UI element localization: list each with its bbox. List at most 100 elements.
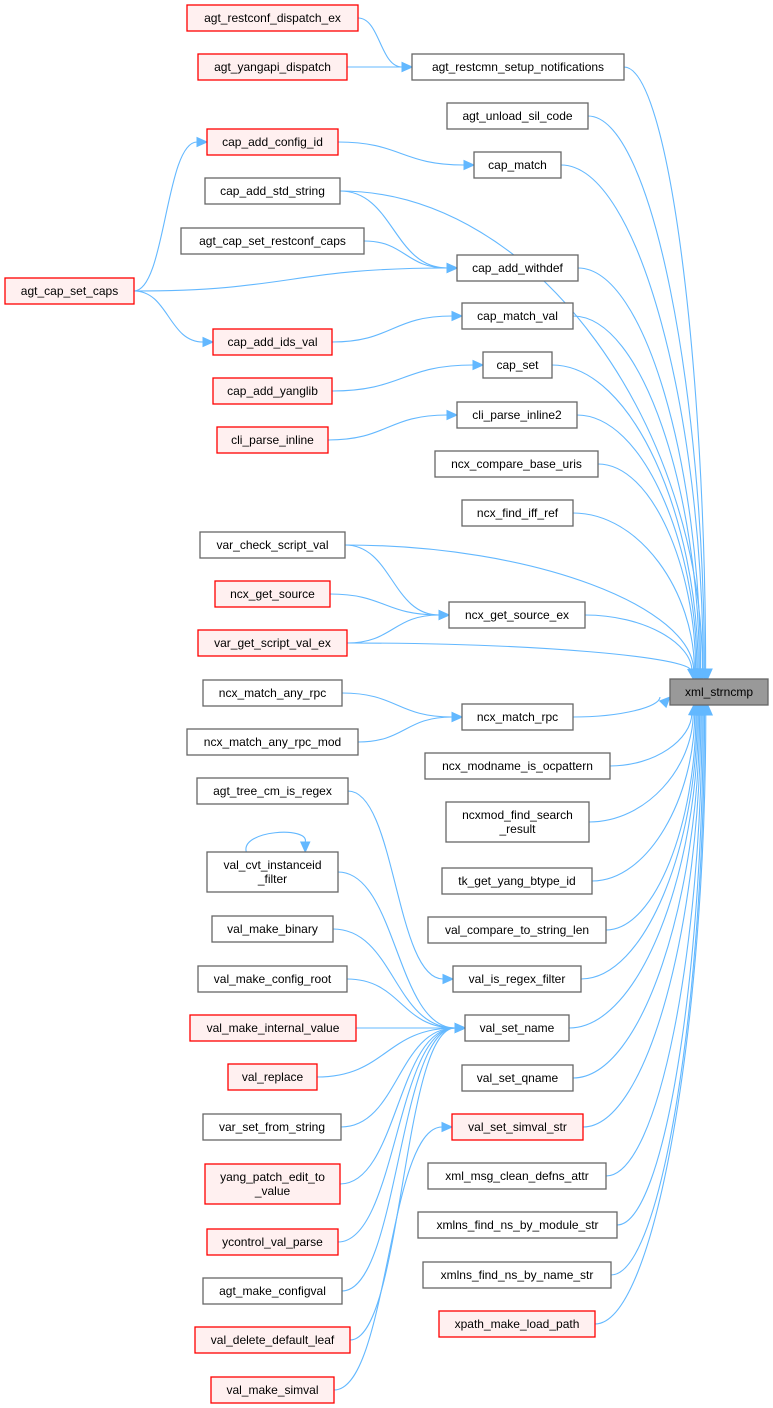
edge-line xyxy=(587,115,705,672)
node-val-delete-default-leaf[interactable]: val_delete_default_leaf xyxy=(194,1326,351,1354)
node-val-make-simval[interactable]: val_make_simval xyxy=(210,1376,335,1404)
node-agt-make-configval[interactable]: agt_make_configval xyxy=(202,1277,343,1305)
node-box xyxy=(4,277,135,305)
node-cli-parse-inline2[interactable]: cli_parse_inline2 xyxy=(456,401,578,429)
node-xml-msg-clean-defns-attr[interactable]: xml_msg_clean_defns_attr xyxy=(427,1162,607,1190)
node-ycontrol-val-parse[interactable]: ycontrol_val_parse xyxy=(206,1228,339,1256)
arrowhead-icon xyxy=(463,159,476,171)
node-box xyxy=(197,629,348,657)
node-box xyxy=(199,531,346,559)
node-box xyxy=(189,1014,357,1042)
node-val-replace[interactable]: val_replace xyxy=(227,1063,318,1091)
node-cap-add-config-id[interactable]: cap_add_config_id xyxy=(206,128,339,156)
edge-line xyxy=(577,267,702,672)
node-xml-strncmp[interactable]: xml_strncmp xyxy=(669,678,769,706)
node-label: cap_add_std_string xyxy=(220,184,325,198)
node-agt-cap-set-caps[interactable]: agt_cap_set_caps xyxy=(4,277,135,305)
edge-line xyxy=(551,364,699,672)
arrowhead-icon xyxy=(438,609,451,621)
edge-line xyxy=(331,364,474,392)
node-box xyxy=(461,499,574,527)
node-box xyxy=(202,1113,342,1141)
edge-ncx-match-any-rpc-mod-to-ncx-match-rpc xyxy=(357,711,464,743)
node-agt-yangapi-dispatch[interactable]: agt_yangapi_dispatch xyxy=(197,53,348,81)
arrowhead-icon xyxy=(196,136,209,148)
node-agt-cap-set-restconf-caps[interactable]: agt_cap_set_restconf_caps xyxy=(180,227,365,255)
node-label: ncx_get_source xyxy=(230,587,315,601)
edge-val-delete-default-leaf-to-val-set-name xyxy=(349,1022,467,1341)
edge-line xyxy=(344,544,440,616)
edge-xmlns-find-ns-by-module-str-to-xml-strncmp xyxy=(616,703,711,1226)
node-agt-restcmn-setup-notifications[interactable]: agt_restcmn_setup_notifications xyxy=(411,53,625,81)
node-val-set-simval-str[interactable]: val_set_simval_str xyxy=(451,1113,584,1141)
node-xmlns-find-ns-by-module-str[interactable]: xmlns_find_ns_by_module_str xyxy=(417,1211,618,1239)
edge-line xyxy=(333,1126,443,1391)
edge-cap-add-yanglib-to-cap-set xyxy=(331,359,485,392)
node-val-set-qname[interactable]: val_set_qname xyxy=(461,1064,574,1092)
node-xmlns-find-ns-by-name-str[interactable]: xmlns_find_ns_by_name_str xyxy=(422,1261,612,1289)
node-yang-patch-edit-to-value[interactable]: yang_patch_edit_to_value xyxy=(204,1163,341,1205)
node-val-compare-to-string-len[interactable]: val_compare_to_string_len xyxy=(427,916,607,944)
node-box xyxy=(424,752,611,780)
edge-line xyxy=(616,712,704,1226)
node-label: val_cvt_instanceid xyxy=(223,858,321,872)
node-cap-add-std-string[interactable]: cap_add_std_string xyxy=(204,177,341,205)
node-label: agt_make_configval xyxy=(219,1284,326,1298)
node-label: ncx_get_source_ex xyxy=(465,608,569,622)
node-label: val_set_simval_str xyxy=(468,1120,567,1134)
node-val-set-name[interactable]: val_set_name xyxy=(464,1014,570,1042)
node-ncx-modname-is-ocpattern[interactable]: ncx_modname_is_ocpattern xyxy=(424,752,611,780)
node-var-set-from-string[interactable]: var_set_from_string xyxy=(202,1113,342,1141)
node-label: cap_match_val xyxy=(477,309,558,323)
edge-line xyxy=(332,928,456,1029)
node-cap-match-val[interactable]: cap_match_val xyxy=(461,302,574,330)
node-label: xpath_make_load_path xyxy=(455,1317,580,1331)
node-agt-tree-cm-is-regex[interactable]: agt_tree_cm_is_regex xyxy=(196,777,349,805)
node-val-make-config-root[interactable]: val_make_config_root xyxy=(197,965,348,993)
node-label: agt_yangapi_dispatch xyxy=(214,60,331,74)
node-ncx-compare-base-uris[interactable]: ncx_compare_base_uris xyxy=(434,450,599,478)
node-cap-add-ids-val[interactable]: cap_add_ids_val xyxy=(212,328,333,356)
edge-line xyxy=(316,1027,456,1078)
node-cap-set[interactable]: cap_set xyxy=(482,351,553,379)
node-ncx-match-any-rpc[interactable]: ncx_match_any_rpc xyxy=(202,679,343,707)
edge-ncx-modname-is-ocpattern-to-xml-strncmp xyxy=(609,703,699,767)
node-cap-add-yanglib[interactable]: cap_add_yanglib xyxy=(212,377,333,405)
node-box xyxy=(227,1063,318,1091)
node-var-check-script-val[interactable]: var_check_script_val xyxy=(199,531,346,559)
node-label: _value xyxy=(254,1184,291,1198)
edge-line xyxy=(245,831,306,853)
node-ncx-find-iff-ref[interactable]: ncx_find_iff_ref xyxy=(461,499,574,527)
edge-agt-yangapi-dispatch-to-agt-restcmn-setup-notifications xyxy=(347,61,414,73)
node-val-make-binary[interactable]: val_make_binary xyxy=(211,915,334,943)
edge-line xyxy=(133,267,448,292)
node-val-make-internal-value[interactable]: val_make_internal_value xyxy=(189,1014,357,1042)
node-cli-parse-inline[interactable]: cli_parse_inline xyxy=(216,426,329,454)
node-xpath-make-load-path[interactable]: xpath_make_load_path xyxy=(438,1310,596,1338)
node-box xyxy=(210,1376,335,1404)
node-cap-match[interactable]: cap_match xyxy=(473,151,562,179)
node-box xyxy=(206,851,339,893)
node-agt-restconf-dispatch-ex[interactable]: agt_restconf_dispatch_ex xyxy=(186,4,359,32)
edge-cap-match-val-to-xml-strncmp xyxy=(572,315,707,681)
node-box xyxy=(461,1064,574,1092)
node-box xyxy=(427,916,607,944)
node-ncx-get-source-ex[interactable]: ncx_get_source_ex xyxy=(448,601,586,629)
edge-line xyxy=(346,642,692,672)
node-box xyxy=(194,1326,351,1354)
node-ncxmod-find-search-result[interactable]: ncxmod_find_search_result xyxy=(445,801,590,843)
node-cap-add-withdef[interactable]: cap_add_withdef xyxy=(456,254,579,282)
node-val-cvt-instanceid-filter[interactable]: val_cvt_instanceid_filter xyxy=(206,851,339,893)
edge-line xyxy=(572,712,701,1079)
node-label: cli_parse_inline2 xyxy=(472,408,562,422)
node-ncx-match-rpc[interactable]: ncx_match_rpc xyxy=(461,703,574,731)
node-var-get-script-val-ex[interactable]: var_get_script_val_ex xyxy=(197,629,348,657)
node-ncx-get-source[interactable]: ncx_get_source xyxy=(214,580,331,608)
node-val-is-regex-filter[interactable]: val_is_regex_filter xyxy=(452,965,582,993)
node-box xyxy=(216,426,329,454)
node-agt-unload-sil-code[interactable]: agt_unload_sil_code xyxy=(446,102,589,130)
node-tk-get-yang-btype-id[interactable]: tk_get_yang_btype_id xyxy=(441,867,593,895)
node-ncx-match-any-rpc-mod[interactable]: ncx_match_any_rpc_mod xyxy=(186,728,359,756)
node-box xyxy=(669,678,769,706)
node-label: agt_cap_set_caps xyxy=(21,284,118,298)
